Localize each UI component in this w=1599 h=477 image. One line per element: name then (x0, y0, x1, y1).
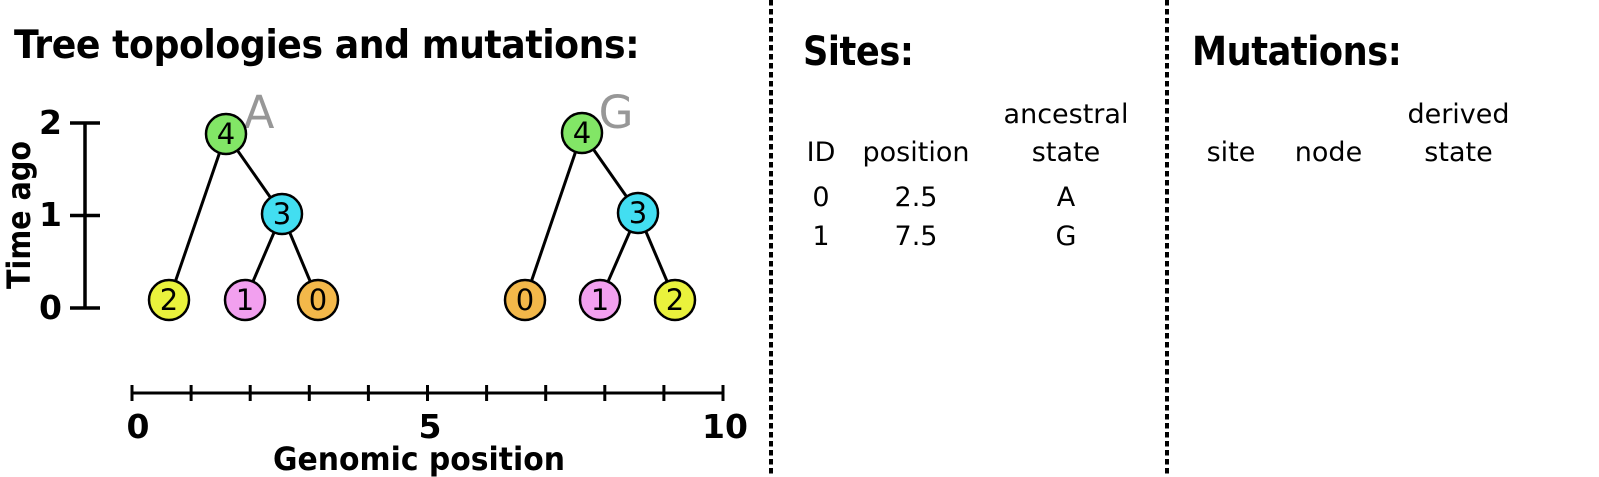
node-circle (578, 278, 622, 322)
mutations-panel: Mutations: derived site node state (1192, 0, 1536, 477)
mutations-header-line2: site node state (1196, 136, 1526, 170)
tree-2-node-2: 2 (653, 278, 697, 322)
site-ancestral-state: A (1056, 182, 1076, 213)
genomic-tick-label-0: 0 (127, 407, 150, 446)
tree-1-allele-label: A (244, 86, 275, 139)
sites-header-line1: ancestral (792, 98, 1150, 132)
separator-mutations (1165, 0, 1169, 477)
sites-header-line2: ID position state (792, 136, 1150, 170)
node-circle (260, 192, 304, 236)
node-label: 1 (591, 283, 609, 317)
tree-2-node-3: 3 (616, 191, 660, 235)
node-circle (204, 112, 248, 156)
node-circle (503, 278, 547, 322)
tree-1-node-2: 2 (147, 278, 191, 322)
sites-panel: Sites: ancestral ID position state 0 2.5… (792, 0, 1152, 477)
time-tick-label-2: 2 (39, 103, 62, 142)
edge-4-0 (523, 132, 584, 301)
tree-1-node-0: 0 (296, 278, 340, 322)
genomic-axis-title: Genomic position (273, 440, 565, 477)
sites-title: Sites: (803, 29, 914, 75)
node-circle (560, 111, 604, 155)
sites-header-state: state (1031, 137, 1101, 168)
tree-2-allele-label: G (599, 86, 634, 139)
tree-plot: 2 1 0 Time ago 0 5 10 Genomic position (0, 86, 748, 477)
sites-header-ancestral: ancestral (1003, 99, 1129, 130)
sites-table-row: 0 2.5 A (792, 181, 1150, 215)
site-position: 7.5 (894, 221, 938, 252)
mutations-header-derived: derived (1407, 99, 1510, 130)
site-position: 2.5 (894, 182, 938, 213)
node-label: 3 (629, 196, 647, 230)
tree-1-node-4: 4 (204, 112, 248, 156)
tree-2-node-1: 1 (578, 278, 622, 322)
figure-title: Tree topologies and mutations: (14, 23, 640, 68)
site-id: 1 (812, 221, 830, 252)
tree-1-node-3: 3 (260, 192, 304, 236)
mutations-header-node: node (1294, 137, 1363, 168)
time-axis-labels: 2 1 0 Time ago (0, 103, 62, 327)
node-label: 0 (516, 283, 534, 317)
node-label: 4 (217, 117, 235, 151)
sites-table-row: 1 7.5 G (792, 220, 1150, 254)
node-circle (653, 278, 697, 322)
node-label: 1 (236, 283, 254, 317)
node-label: 3 (273, 197, 291, 231)
time-axis (70, 121, 100, 310)
genomic-tick-label-10: 10 (702, 407, 748, 446)
sites-header-id: ID (806, 137, 836, 168)
separator-sites (769, 0, 773, 477)
time-axis-title: Time ago (0, 141, 38, 289)
tree-1-node-1: 1 (223, 278, 267, 322)
node-circle (147, 278, 191, 322)
tree-2-node-0: 0 (503, 278, 547, 322)
tree-1: A 4 3 2 1 0 (147, 86, 340, 322)
tree-2: G 4 3 0 1 2 (503, 86, 697, 322)
mutations-title: Mutations: (1192, 29, 1402, 75)
genomic-axis (130, 385, 725, 401)
node-label: 2 (666, 283, 684, 317)
mutations-header-line1: derived (1196, 98, 1526, 132)
node-circle (296, 278, 340, 322)
node-label: 0 (309, 283, 327, 317)
edge-4-2 (167, 133, 228, 301)
site-id: 0 (812, 182, 830, 213)
node-label: 2 (160, 283, 178, 317)
site-ancestral-state: G (1055, 221, 1077, 252)
node-label: 4 (573, 116, 591, 150)
genomic-axis-labels: 0 5 10 Genomic position (127, 407, 748, 477)
sites-header-position: position (862, 137, 970, 168)
mutations-header-state: state (1424, 137, 1493, 168)
time-tick-label-1: 1 (39, 195, 62, 234)
time-tick-label-0: 0 (39, 288, 62, 327)
node-circle (223, 278, 267, 322)
genomic-tick-label-5: 5 (419, 407, 442, 446)
mutations-header-site: site (1206, 137, 1256, 168)
tree-2-node-4: 4 (560, 111, 604, 155)
node-circle (616, 191, 660, 235)
